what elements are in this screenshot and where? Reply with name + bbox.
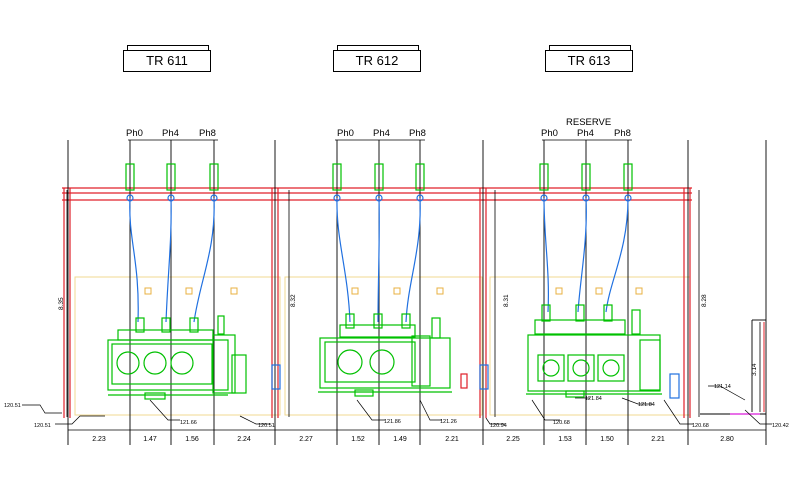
level-labels: 120.51 120.51 121.66 120.51 121.86 121.2… <box>4 384 789 429</box>
reserve-label: RESERVE <box>566 117 611 128</box>
phase-label: Ph8 <box>409 128 426 139</box>
level-label: 120.51 <box>34 423 51 429</box>
phase-label: Ph8 <box>199 128 216 139</box>
level-label: 120.42 <box>772 423 789 429</box>
level-label: 120.51 <box>258 423 275 429</box>
phase-labels: Ph0 Ph4 Ph8 Ph0 Ph4 Ph8 Ph0 Ph4 Ph8 RESE… <box>126 117 631 139</box>
height-dim-tr613: 8.31 <box>503 294 510 307</box>
transformer-label-tr613: TR 613 <box>545 50 633 72</box>
reference-lines <box>67 140 767 445</box>
span-dim: 1.56 <box>185 436 199 443</box>
level-label: 121.84 <box>638 402 655 408</box>
span-dim: 1.52 <box>351 436 365 443</box>
side-cabinets <box>271 364 680 399</box>
level-label: 120.68 <box>692 423 709 429</box>
bay-fittings <box>144 287 643 295</box>
transformer-611-body <box>107 315 247 400</box>
phase-label: Ph0 <box>337 128 354 139</box>
span-dim: 1.50 <box>600 436 614 443</box>
transformer-613-body <box>526 304 662 398</box>
phase-label: Ph4 <box>577 128 594 139</box>
height-dim-right: 8.28 <box>701 294 708 307</box>
span-dim: 2.21 <box>651 436 665 443</box>
level-label: 121.66 <box>180 420 197 426</box>
cables <box>126 194 632 323</box>
height-dimensions <box>66 190 761 417</box>
level-label: 121.86 <box>384 419 401 425</box>
span-dim: 2.80 <box>720 436 734 443</box>
height-dim-tr612: 8.32 <box>290 294 297 307</box>
transformer-612-body <box>318 313 452 397</box>
level-label: 120.51 <box>4 403 21 409</box>
level-label: 120.94 <box>490 423 507 429</box>
level-label: 120.68 <box>553 420 570 426</box>
phase-label: Ph0 <box>541 128 558 139</box>
level-label: 121.26 <box>440 419 457 425</box>
level-label: 121.84 <box>585 396 602 402</box>
cable-terminations <box>125 163 633 191</box>
span-dim: 2.25 <box>506 436 520 443</box>
span-dim: 2.23 <box>92 436 106 443</box>
label-tab <box>127 45 209 50</box>
span-dimension-labels: 2.23 1.47 1.56 2.24 2.27 1.52 1.49 2.21 … <box>92 436 734 443</box>
span-dim: 2.21 <box>445 436 459 443</box>
height-dimension-labels: 8.35 8.32 8.31 8.28 3.14 <box>58 294 758 376</box>
span-dim: 1.47 <box>143 436 157 443</box>
phase-label: Ph4 <box>373 128 390 139</box>
transformer-label-tr612: TR 612 <box>333 50 421 72</box>
level-label: 121.14 <box>714 384 731 390</box>
phase-label: Ph0 <box>126 128 143 139</box>
phase-label: Ph4 <box>162 128 179 139</box>
transformer-label-tr611: TR 611 <box>123 50 211 72</box>
sub-dim-right: 3.14 <box>751 363 758 376</box>
span-dim: 2.27 <box>299 436 313 443</box>
span-dim: 1.53 <box>558 436 572 443</box>
label-tab <box>337 45 419 50</box>
phase-label: Ph8 <box>614 128 631 139</box>
span-dim: 2.24 <box>237 436 251 443</box>
label-tab <box>549 45 631 50</box>
height-dim-tr611: 8.35 <box>58 297 65 310</box>
span-dim: 1.49 <box>393 436 407 443</box>
level-leaders <box>22 385 772 425</box>
